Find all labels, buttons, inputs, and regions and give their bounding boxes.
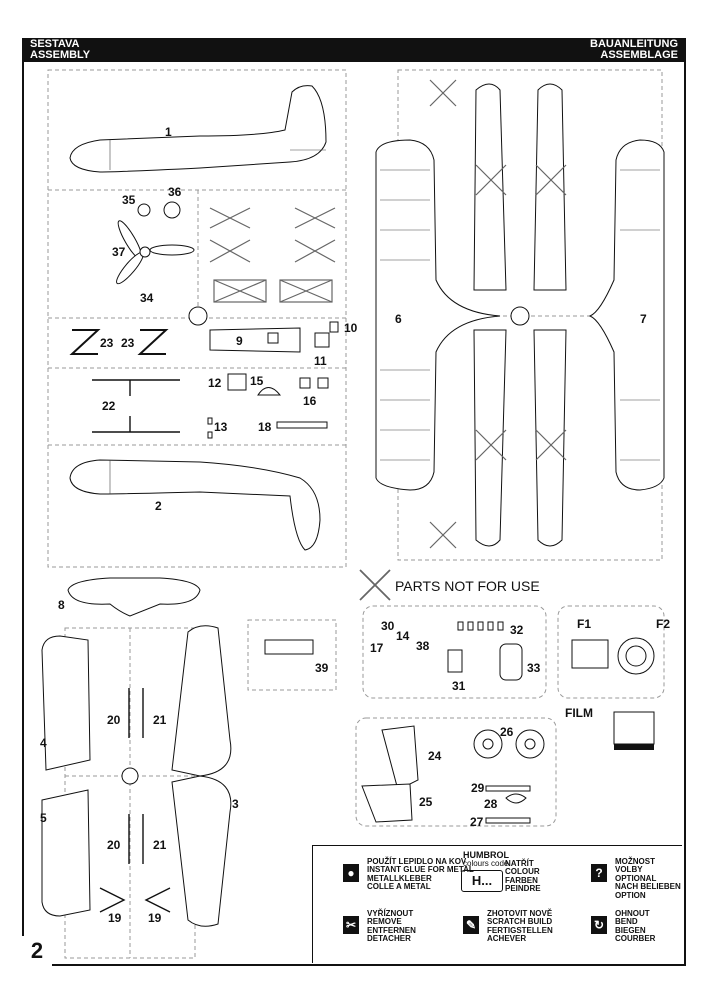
glue-icon: ●	[343, 864, 359, 882]
bend-icon: ↻	[591, 916, 607, 934]
lower-wing-part-4	[41, 635, 91, 771]
part-number: 23	[100, 336, 114, 350]
cockpit-parts	[207, 321, 339, 439]
part-number: 27	[470, 815, 484, 829]
header-assemblage: ASSEMBLAGE	[600, 49, 678, 61]
page-number: 2	[22, 936, 52, 966]
landing-gear-group	[355, 717, 557, 827]
part-number: 38	[416, 639, 430, 653]
part-number: 9	[236, 334, 243, 348]
question-icon: ?	[591, 864, 607, 882]
part-number: 23	[121, 336, 135, 350]
parts-not-for-use-label: PARTS NOT FOR USE	[395, 578, 540, 594]
part-number: 11	[314, 354, 327, 368]
part-number: 20	[107, 713, 121, 727]
part-number: 4	[40, 736, 47, 750]
part-number: 28	[484, 797, 498, 811]
film-label: FILM	[565, 706, 593, 720]
bracing-wires	[92, 379, 180, 433]
part-number: 8	[58, 598, 65, 612]
part-number: 29	[471, 781, 485, 795]
not-for-use-icon	[359, 569, 391, 601]
part-number: 26	[500, 725, 514, 739]
small-resin-parts	[447, 621, 523, 681]
header-assembly: ASSEMBLY	[30, 49, 91, 61]
part-number: 1	[165, 125, 172, 139]
part-number: 5	[40, 811, 47, 825]
part-number: 22	[102, 399, 116, 413]
part-number: 34	[140, 291, 154, 305]
part-number: 21	[153, 713, 167, 727]
part-number: 31	[452, 679, 466, 693]
part-number: 30	[381, 619, 395, 633]
part-number: 19	[108, 911, 122, 925]
upper-wing-part-7	[588, 139, 665, 491]
part-number: 33	[527, 661, 541, 675]
part-number: 37	[112, 245, 126, 259]
knife-icon: ✎	[463, 916, 479, 934]
part-number: 6	[395, 312, 402, 326]
part-number: 7	[640, 312, 647, 326]
part-number: 17	[370, 641, 384, 655]
part-number: 10	[344, 321, 358, 335]
page-header: SESTAVA ASSEMBLY BAUANLEITUNG ASSEMBLAGE	[22, 38, 686, 62]
z-struts	[69, 329, 169, 355]
part-number: 19	[148, 911, 162, 925]
part-number: 24	[428, 749, 442, 763]
header-bauanleitung: BAUANLEITUNG	[590, 38, 678, 50]
part-number-labels: 1 2 3 4 5 6 7 8 9 10 11 12 13 14 15 16 1…	[40, 125, 670, 925]
wing-halves-not-for-use	[429, 79, 567, 549]
part-number: 36	[168, 185, 182, 199]
struts-not-for-use	[209, 207, 336, 303]
part-number: 25	[419, 795, 433, 809]
engine-front-f2	[617, 637, 655, 675]
humbrol-label: HUMBROL colours code	[463, 850, 509, 868]
part-number: 3	[232, 797, 239, 811]
part-number: 13	[214, 420, 228, 434]
part-number: 20	[107, 838, 121, 852]
propeller-part	[116, 201, 195, 285]
tailplane-part-8	[67, 577, 201, 617]
part-number: F2	[656, 617, 670, 631]
engine-part-39	[264, 639, 314, 655]
n-struts	[99, 688, 171, 913]
landing-gear-parts	[361, 725, 545, 824]
header-left: SESTAVA ASSEMBLY	[30, 39, 90, 61]
header-sestava: SESTAVA	[30, 38, 80, 50]
part-number: 39	[315, 661, 329, 675]
header-right: BAUANLEITUNG ASSEMBLAGE	[590, 39, 678, 61]
part-number: 35	[122, 193, 136, 207]
fuselage-right-part	[69, 459, 321, 551]
part-number: 12	[208, 376, 222, 390]
film-part	[613, 711, 655, 750]
part-number: 18	[258, 420, 272, 434]
upper-wing-part-6	[375, 139, 501, 491]
part-number: 2	[155, 499, 162, 513]
humbrol-code-box: H...	[461, 870, 503, 892]
scissors-icon: ✂	[343, 916, 359, 934]
part-number: 32	[510, 623, 524, 637]
part-number: 14	[396, 629, 410, 643]
instrument-panel-f1	[571, 639, 609, 669]
fuselage-left-part	[69, 85, 327, 173]
engine-sprue	[247, 619, 337, 691]
page-frame	[22, 38, 686, 966]
lower-wing-part-3	[171, 625, 232, 927]
part-number: 15	[250, 374, 264, 388]
part-number: 21	[153, 838, 167, 852]
part-number: F1	[577, 617, 591, 631]
lower-wing-part-5	[41, 789, 91, 917]
photo-etch-group	[557, 605, 665, 699]
part-number: 16	[303, 394, 317, 408]
